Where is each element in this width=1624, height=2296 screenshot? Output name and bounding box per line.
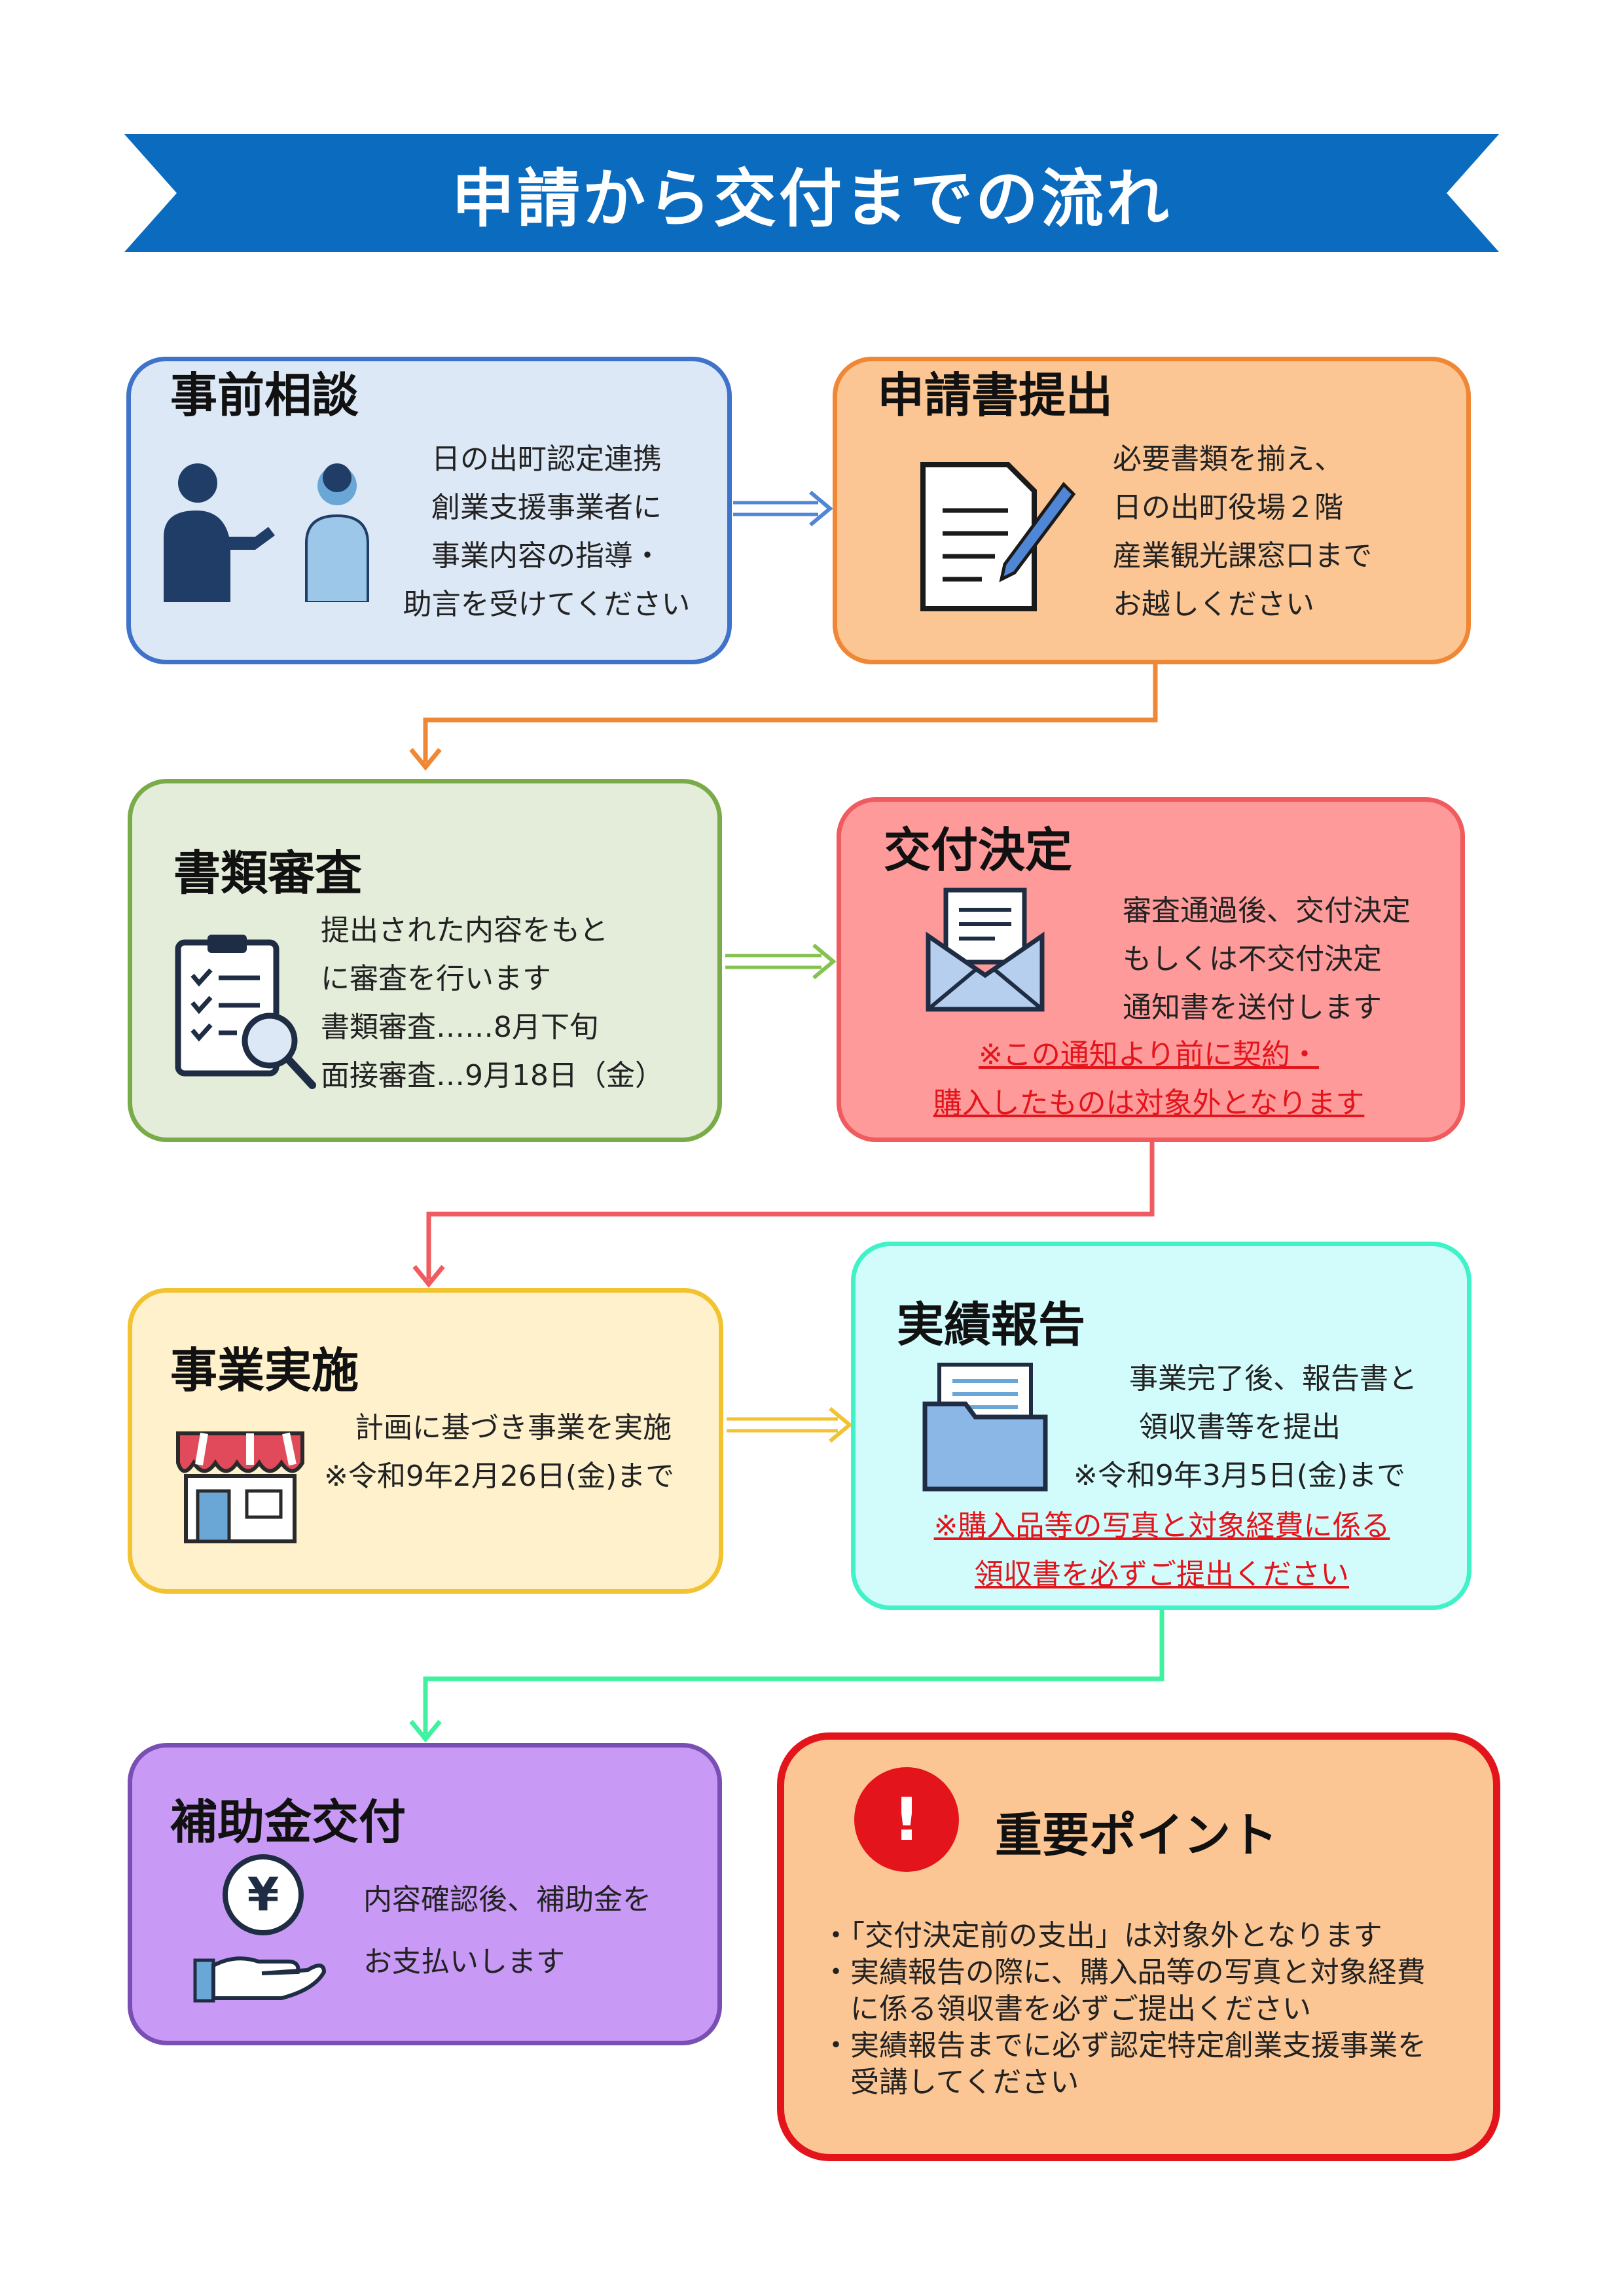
step-report-warning: ※購入品等の写真と対象経費に係る 領収書を必ずご提出ください <box>857 1502 1466 1599</box>
text-line: 日の出町役場２階 <box>1113 491 1343 524</box>
step-review-title: 書類審査 <box>173 846 363 901</box>
step-implementation-title: 事業実施 <box>170 1343 359 1398</box>
step-consultation-title: 事前相談 <box>170 368 359 423</box>
exclamation-mark: ! <box>893 1785 920 1854</box>
important-points-title: 重要ポイント <box>995 1808 1278 1863</box>
yen-hand-icon: ¥ <box>193 1854 327 2003</box>
text-line: 審査通過後、交付決定 <box>1123 894 1411 927</box>
document-pen-icon <box>920 462 1076 611</box>
exclamation-icon: ! <box>854 1767 959 1872</box>
title-ribbon <box>124 134 1499 252</box>
text-line: 必要書類を揃え、 <box>1113 442 1343 476</box>
arrow-review-to-decision <box>725 943 837 980</box>
text-line: 計画に基づき事業を実施 <box>355 1411 672 1444</box>
important-point-item: ・実績報告までに必ず認定特定創業支援事業を <box>821 2029 1426 2062</box>
important-point-item: ・「交付決定前の支出」は対象外となります <box>821 1919 1382 1952</box>
envelope-letter-icon <box>926 888 1045 1012</box>
text-line: 創業支援事業者に <box>431 491 662 524</box>
text-line: 通知書を送付します <box>1123 991 1382 1024</box>
text-line: 領収書等を提出 <box>1139 1410 1341 1444</box>
folder-documents-icon <box>922 1363 1048 1492</box>
step-payment-text: 内容確認後、補助金を お支払いします <box>363 1869 651 1993</box>
step-application-text: 必要書類を揃え、 日の出町役場２階 産業観光課窓口まで お越しください <box>1113 435 1372 629</box>
text-line: 提出された内容をもと <box>321 914 609 947</box>
arrow-report-to-payment <box>409 1610 1164 1743</box>
step-decision-text: 審査通過後、交付決定 もしくは不交付決定 通知書を送付します <box>1123 887 1411 1032</box>
text-line: ※令和9年3月5日(金)まで <box>1074 1459 1406 1492</box>
warning-line: 購入したものは対象外となります <box>933 1086 1365 1120</box>
step-report-text: 事業完了後、報告書と 領収書等を提出 ※令和9年3月5日(金)まで <box>1074 1355 1417 1500</box>
step-decision-warning: ※この通知より前に契約・ 購入したものは対象外となります <box>844 1031 1453 1128</box>
text-line: 内容確認後、補助金を <box>363 1883 651 1916</box>
warning-line: ※購入品等の写真と対象経費に係る <box>933 1509 1390 1543</box>
text-line: に審査を行います <box>321 962 551 996</box>
yen-symbol: ¥ <box>247 1868 280 1922</box>
text-line: 助言を受けてください <box>403 588 691 621</box>
warning-line: 領収書を必ずご提出ください <box>975 1558 1349 1591</box>
text-line: 産業観光課窓口まで <box>1113 539 1372 573</box>
step-consultation-text: 日の出町認定連携 創業支援事業者に 事業内容の指導・ 助言を受けてください <box>393 435 700 629</box>
step-review-text: 提出された内容をもと に審査を行います 書類審査……8月下旬 面接審査…9月18… <box>321 906 664 1100</box>
clipboard-magnifier-icon <box>175 935 316 1089</box>
step-application-title: 申請書提出 <box>877 368 1113 423</box>
consultation-people-icon <box>164 463 369 602</box>
step-implementation-text: 計画に基づき事業を実施 ※令和9年2月26日(金)まで <box>324 1404 674 1501</box>
important-point-item: ・実績報告の際に、購入品等の写真と対象経費 <box>821 1956 1426 1989</box>
page-title: 申請から交付までの流れ <box>452 162 1172 236</box>
storefront-icon <box>176 1431 304 1543</box>
text-line: お支払いします <box>363 1945 565 1979</box>
warning-line: ※この通知より前に契約・ <box>979 1038 1319 1071</box>
arrow-consult-to-apply <box>733 490 833 527</box>
important-point-item: 受講してください <box>821 2066 1079 2099</box>
important-point-item: に係る領収書を必ずご提出ください <box>821 1992 1311 2026</box>
text-line: ※令和9年2月26日(金)まで <box>324 1460 675 1493</box>
arrow-implement-to-report <box>727 1407 853 1443</box>
text-line: 事業完了後、報告書と <box>1129 1362 1417 1395</box>
text-line: お越しください <box>1113 588 1314 621</box>
step-decision-title: 交付決定 <box>884 823 1073 878</box>
arrow-apply-to-review <box>409 664 1158 771</box>
arrow-decision-to-implement <box>412 1142 1155 1288</box>
text-line: もしくは不交付決定 <box>1123 942 1382 976</box>
text-line: 日の出町認定連携 <box>431 442 662 476</box>
text-line: 事業内容の指導・ <box>431 539 662 573</box>
text-line: 書類審査……8月下旬 <box>321 1011 598 1044</box>
text-line: 面接審査…9月18日（金） <box>321 1059 664 1092</box>
step-consultation-box <box>126 357 732 664</box>
step-payment-title: 補助金交付 <box>170 1795 406 1850</box>
step-report-title: 実績報告 <box>897 1297 1086 1352</box>
